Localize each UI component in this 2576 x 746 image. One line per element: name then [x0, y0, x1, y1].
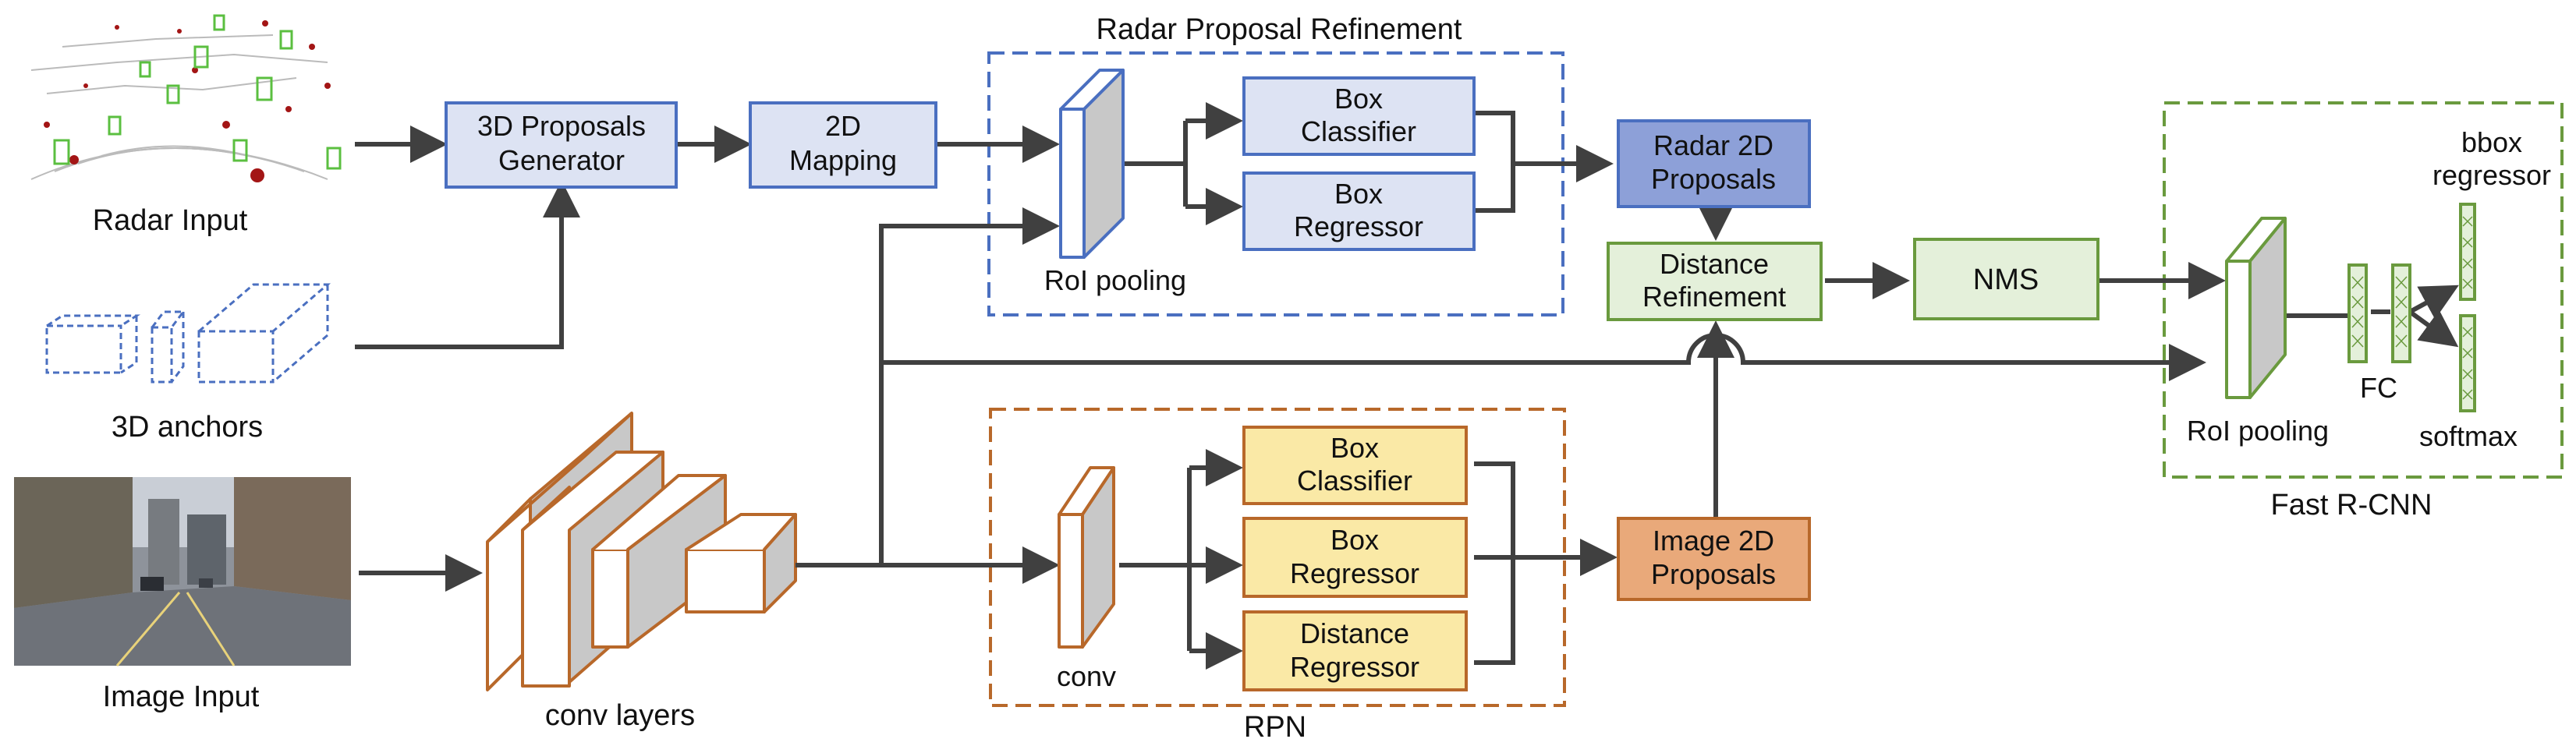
rpn-frame [989, 408, 1566, 707]
distance-refinement-box: Distance Refinement [1607, 242, 1823, 321]
proposals-3d-generator-box: 3D Proposals Generator [445, 101, 678, 189]
conv-layers-stack [486, 412, 797, 691]
arrow-features-to-fastrcnn [881, 333, 2206, 381]
fc-layer-2 [2391, 263, 2411, 363]
radar-proposal-refinement-frame [987, 51, 1564, 316]
fast-rcnn-title: Fast R-CNN [2271, 489, 2432, 521]
radar-proposal-refinement-title: Radar Proposal Refinement [1097, 13, 1462, 46]
svg-text:Image 2D: Image 2D [1653, 525, 1774, 557]
fastrcnn-roi-pooling-slab [2225, 217, 2287, 399]
fastrcnn-roi-pooling-label: RoI pooling [2187, 415, 2329, 447]
fast-rcnn-frame [2163, 101, 2564, 479]
svg-text:Mapping: Mapping [789, 144, 897, 176]
rpn-distance-regressor: Distance Regressor [1242, 610, 1468, 691]
svg-text:Classifier: Classifier [1301, 115, 1416, 147]
fc-label: FC [2360, 372, 2397, 404]
svg-text:Box: Box [1334, 83, 1383, 115]
svg-text:Regressor: Regressor [1290, 557, 1419, 589]
svg-text:Distance: Distance [1660, 248, 1769, 280]
svg-text:NMS: NMS [1973, 263, 2039, 296]
svg-text:Regressor: Regressor [1290, 651, 1419, 683]
svg-text:Radar 2D: Radar 2D [1653, 129, 1773, 161]
mapping-2d-box: 2D Mapping [749, 101, 937, 189]
svg-text:Box: Box [1331, 432, 1379, 464]
svg-text:2D: 2D [825, 110, 861, 142]
fc-layer-1 [2347, 263, 2368, 363]
nms-box: NMS [1913, 238, 2099, 320]
radar-2d-proposals-box: Radar 2D Proposals [1617, 119, 1811, 208]
softmax-layer [2459, 314, 2476, 412]
svg-text:3D Proposals: 3D Proposals [477, 110, 646, 142]
svg-text:Refinement: Refinement [1642, 281, 1786, 313]
rpr-box-regressor: Box Regressor [1242, 171, 1476, 251]
rpn-conv-slab [1058, 466, 1115, 649]
image-2d-proposals-box: Image 2D Proposals [1617, 517, 1811, 601]
svg-text:Classifier: Classifier [1297, 465, 1412, 497]
bbox-regressor-layer [2459, 203, 2476, 301]
svg-text:Proposals: Proposals [1651, 558, 1776, 590]
image-input-photo [14, 477, 351, 666]
svg-text:Box: Box [1334, 178, 1383, 210]
image-input-label: Image Input [103, 681, 260, 713]
svg-text:Proposals: Proposals [1651, 163, 1776, 195]
rpr-roi-pooling-slab [1059, 69, 1125, 259]
radar-input-label: Radar Input [93, 204, 248, 237]
conv-layers-label: conv layers [545, 699, 695, 732]
anchors-label: 3D anchors [112, 411, 263, 444]
svg-text:Regressor: Regressor [1294, 210, 1423, 242]
arrow-anchors-to-generator [355, 180, 580, 349]
rpr-roi-pooling-label: RoI pooling [1044, 264, 1186, 296]
anchors-3d-icon [45, 283, 331, 384]
rpn-box-classifier: Box Classifier [1242, 426, 1468, 505]
radar-input-image [16, 8, 343, 195]
rpr-box-classifier: Box Classifier [1242, 76, 1476, 156]
bbox-regressor-label-line2: regressor [2432, 159, 2551, 191]
rpn-box-regressor: Box Regressor [1242, 517, 1468, 598]
svg-text:Box: Box [1331, 524, 1379, 556]
rpn-conv-label: conv [1057, 660, 1116, 692]
svg-text:Distance: Distance [1300, 617, 1409, 649]
softmax-label: softmax [2419, 420, 2518, 452]
bbox-regressor-label-line1: bbox [2461, 126, 2522, 158]
arrow-backbone-to-rpr-roipool [879, 207, 1060, 565]
svg-text:Generator: Generator [498, 144, 625, 176]
rpn-title: RPN [1244, 711, 1306, 744]
